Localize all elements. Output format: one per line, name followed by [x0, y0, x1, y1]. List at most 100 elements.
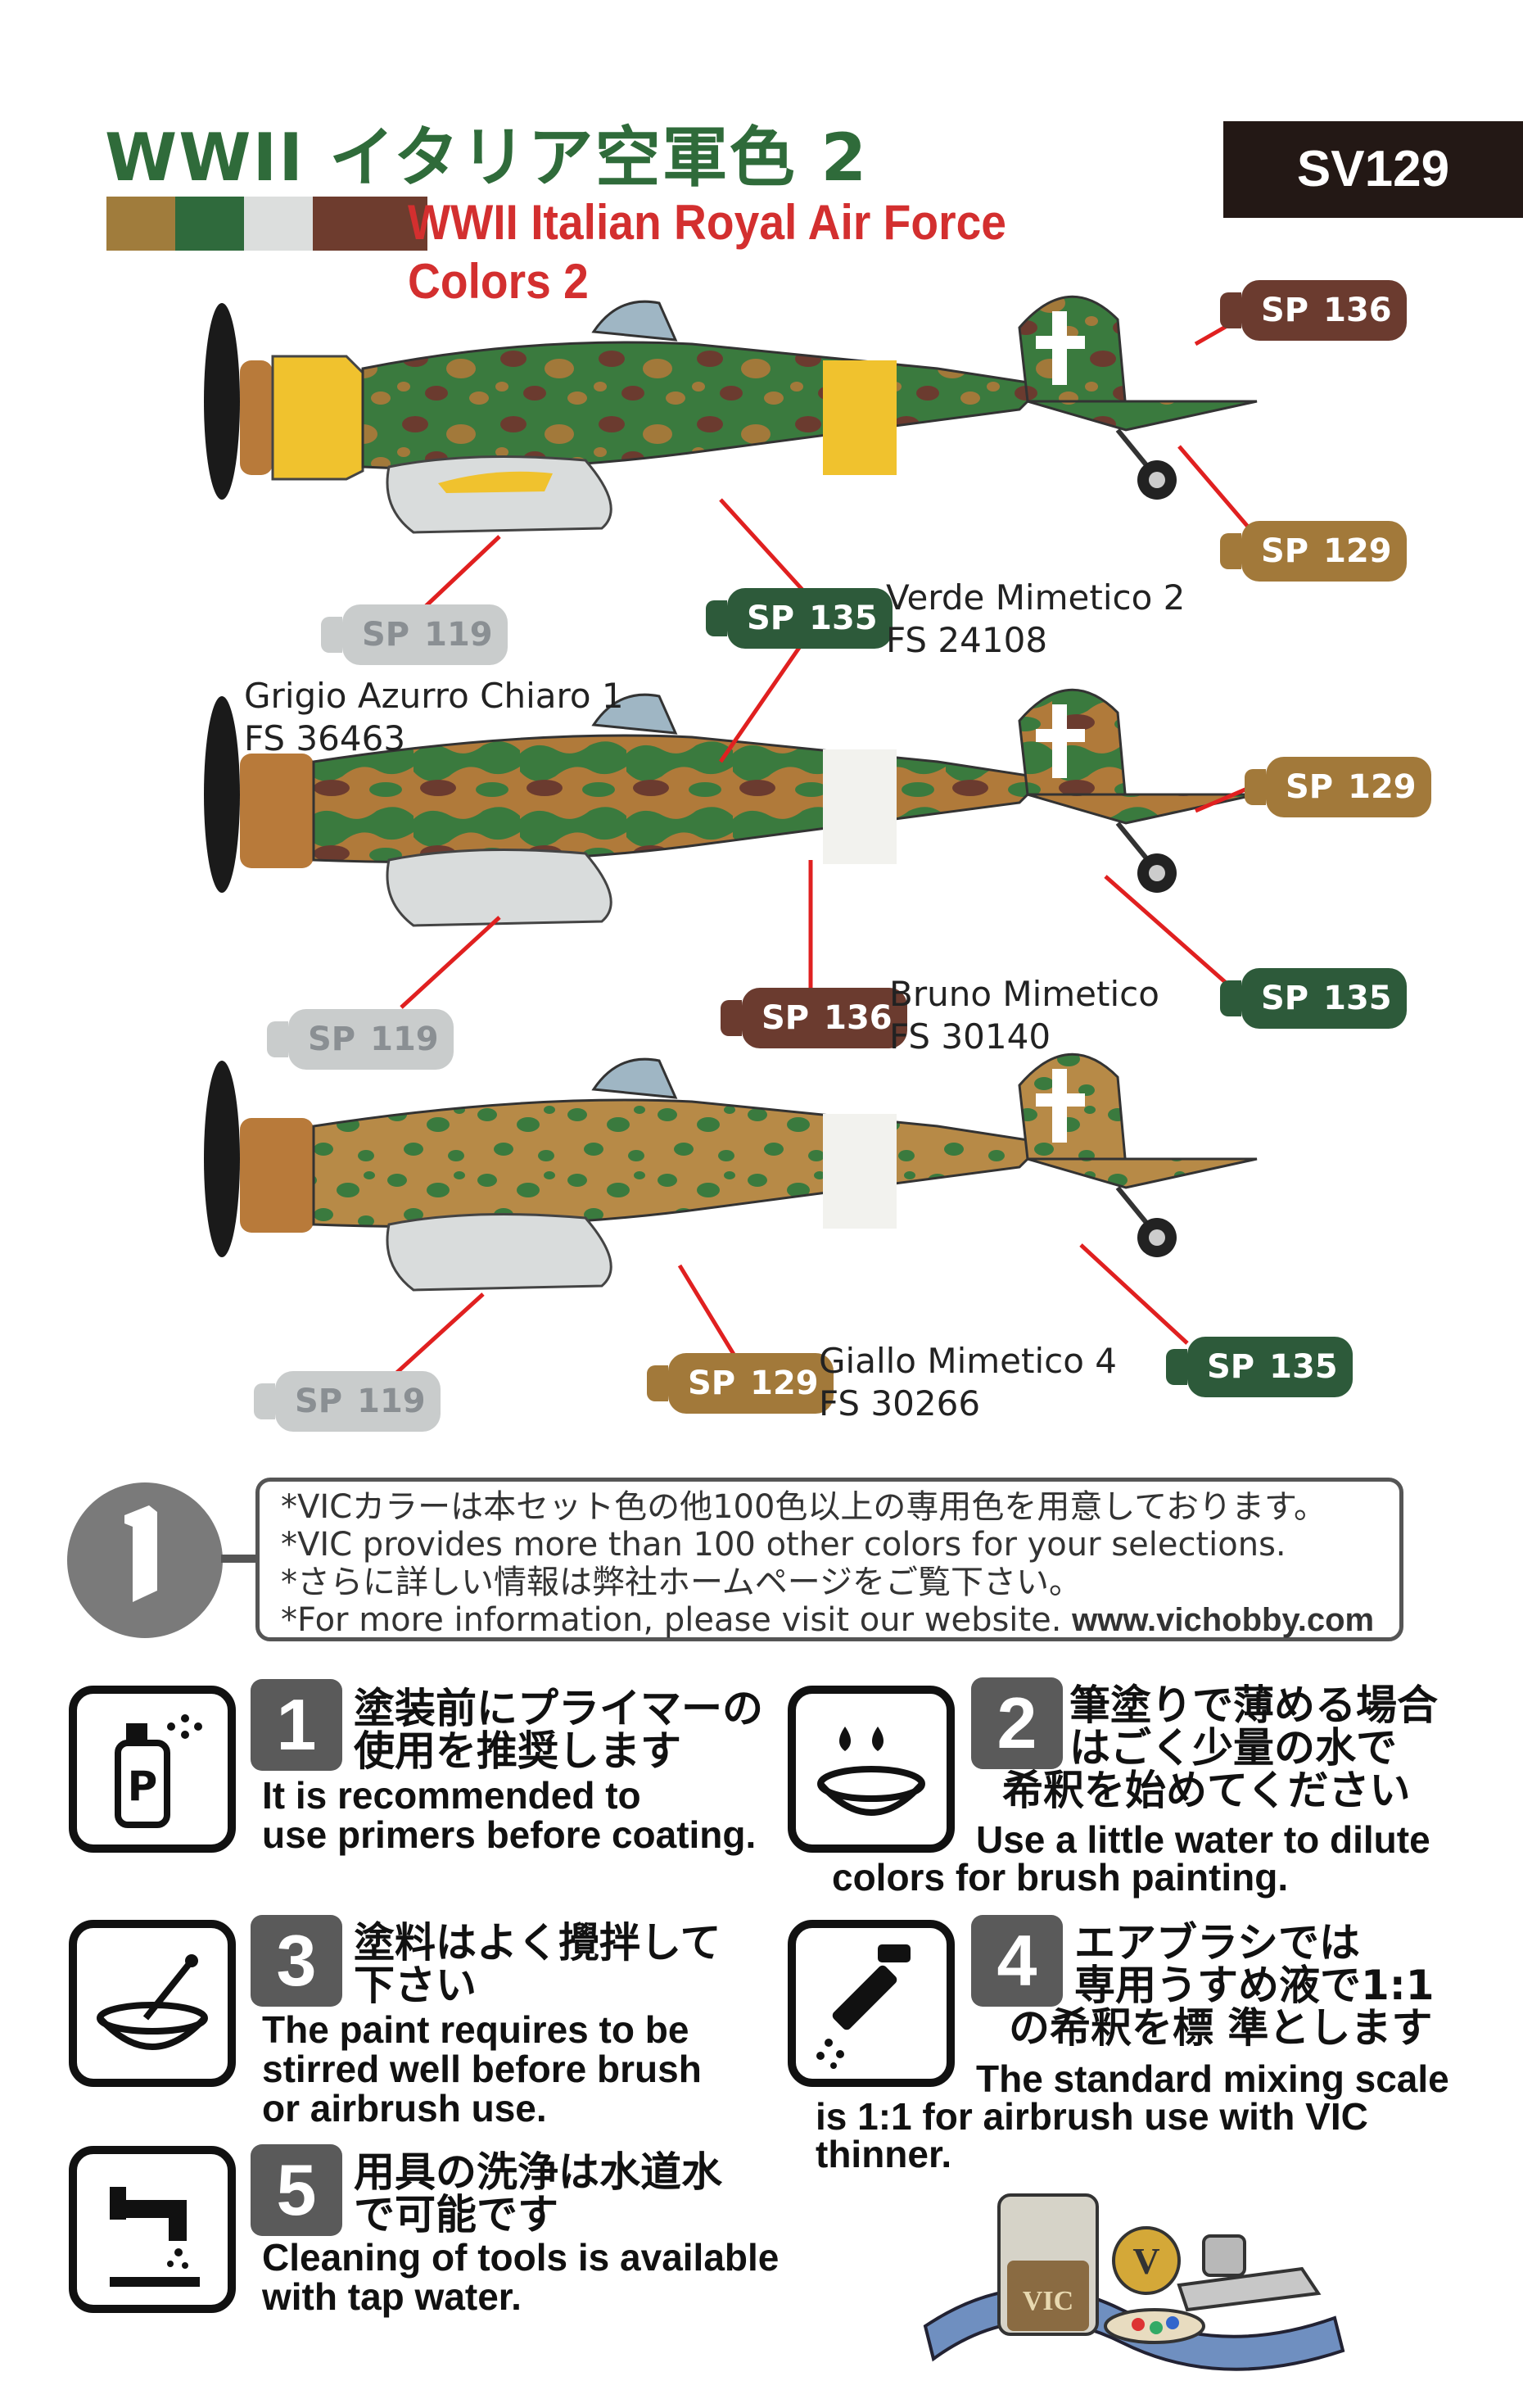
bottle-number: 119: [357, 1383, 426, 1420]
bottle-prefix: SP: [308, 1021, 356, 1058]
step-5-en-line2: with tap water.: [262, 2275, 522, 2318]
bottle-number: 129: [750, 1365, 819, 1402]
color-name: Grigio Azurro Chiaro 1: [244, 676, 624, 716]
step-number-5: 5: [251, 2144, 342, 2236]
bottle-prefix: SP: [1261, 980, 1309, 1017]
bottle-cap: [1220, 533, 1241, 569]
bottle-cap: [647, 1365, 668, 1401]
bottle-number: 135: [1323, 980, 1392, 1017]
step-5-jp-line1: 用具の洗浄は水道水: [354, 2148, 722, 2196]
bottle-prefix: SP: [1261, 532, 1309, 570]
bottle-sp129-a: SP 129: [1220, 521, 1407, 582]
aircraft-profile-2: [204, 688, 1258, 927]
callout-sp136: Bruno Mimetico FS 30140: [889, 973, 1159, 1058]
step-2-jp-line2: はごく少量の水で: [1069, 1724, 1397, 1772]
info-line-1: *VICカラーは本セット色の他100色以上の専用色を用意しております。: [281, 1488, 1327, 1526]
step-5-en-line1: Cleaning of tools is available: [262, 2236, 780, 2279]
bottle-cap: [267, 1021, 288, 1057]
title-en-line2: Colors 2: [408, 254, 589, 309]
page-title-jp: WWII イタリア空軍色 2: [105, 120, 869, 196]
bottle-label: SP 119: [288, 1009, 454, 1070]
color-name: Verde Mimetico 2: [886, 577, 1186, 618]
bottle-label: SP 129: [1266, 757, 1431, 817]
color-swatch-strip: [106, 197, 427, 251]
bottle-sp136-a: SP 136: [1220, 280, 1407, 341]
fs-code: FS 30266: [819, 1383, 981, 1424]
info-line-3: *さらに詳しい情報は弊社ホームページをご覧下さい。: [281, 1564, 1082, 1601]
bottle-sp135-b: SP 135: [1220, 968, 1407, 1029]
bottle-number: 136: [824, 999, 893, 1037]
step-4-en-line2: is 1:1 for airbrush use with VIC: [816, 2095, 1368, 2138]
bottle-label: SP 135: [1187, 1337, 1353, 1397]
bottle-number: 135: [1269, 1348, 1338, 1386]
callout-sp119: Grigio Azurro Chiaro 1 FS 36463: [244, 675, 624, 760]
bottle-label: SP 136: [1241, 280, 1407, 341]
product-code-badge: SV129: [1223, 121, 1523, 218]
swatch-sp129: [106, 197, 175, 251]
step-2-en-line1: Use a little water to dilute: [976, 1818, 1430, 1861]
bottle-cap: [721, 1000, 742, 1036]
svg-text:P: P: [128, 1763, 158, 1810]
website-link[interactable]: www.vichobby.com: [1072, 1602, 1375, 1638]
info-line-4-text: *For more information, please visit our …: [281, 1601, 1062, 1639]
step-3-en-line3: or airbrush use.: [262, 2087, 547, 2130]
bottle-cap: [321, 617, 342, 653]
step-2-jp-line3: 希釈を始めてください: [1002, 1767, 1411, 1814]
bottle-number: 129: [1323, 532, 1392, 570]
step-1-jp-line2: 使用を推奨します: [354, 1727, 681, 1775]
bottle-cap: [706, 600, 727, 636]
bottle-label: SP 119: [275, 1371, 441, 1432]
svg-text:V: V: [1132, 2240, 1159, 2282]
bottle-sp129-b: SP 129: [1245, 757, 1431, 817]
step-number-2: 2: [971, 1677, 1063, 1769]
swatch-sp135: [175, 197, 244, 251]
info-connector: [221, 1555, 257, 1563]
callout-sp129: Giallo Mimetico 4 FS 30266: [819, 1340, 1117, 1425]
callout-sp135: Verde Mimetico 2 FS 24108: [886, 577, 1185, 662]
step-3-jp-line2: 下さい: [354, 1962, 477, 2009]
water-dilute-icon: [788, 1686, 955, 1853]
airbrush-icon: [788, 1920, 955, 2087]
bottle-sp135-c: SP 135: [1166, 1337, 1353, 1397]
step-2-jp-line1: 筆塗りで薄める場合: [1069, 1682, 1438, 1729]
stir-bowl-icon: [69, 1920, 236, 2087]
vic-product-illustration: VIC V: [923, 2193, 1345, 2371]
swatch-sp119: [244, 197, 313, 251]
bottle-cap: [1166, 1349, 1187, 1385]
step-4-jp-line3: の希釈を標 準とします: [1009, 2004, 1433, 2052]
info-line-4: *For more information, please visit our …: [281, 1601, 1374, 1639]
fs-code: FS 30140: [889, 1016, 1051, 1057]
bottle-label: SP 135: [1241, 968, 1407, 1029]
bottle-prefix: SP: [688, 1365, 736, 1402]
bottle-number: 135: [809, 600, 878, 637]
page-title-en: WWII Italian Royal Air Force Colors 2: [408, 193, 1006, 311]
bottle-prefix: SP: [1207, 1348, 1255, 1386]
bottle-prefix: SP: [362, 616, 410, 654]
bottle-prefix: SP: [1261, 292, 1309, 329]
svg-text:VIC: VIC: [1023, 2286, 1073, 2316]
bottle-number: 119: [424, 616, 493, 654]
product-code: SV129: [1296, 141, 1450, 197]
info-line-2: *VIC provides more than 100 other colors…: [281, 1526, 1286, 1564]
bottle-sp119-b: SP 119: [267, 1009, 454, 1070]
step-1-en-line1: It is recommended to: [262, 1774, 641, 1817]
step-4-en-line3: thinner.: [816, 2133, 952, 2175]
bottle-number: 119: [370, 1021, 439, 1058]
swatch-sp136: [313, 197, 427, 251]
step-number-3: 3: [251, 1915, 342, 2007]
step-4-jp-line2: 専用うすめ液で1:1: [1074, 1962, 1435, 2009]
step-4-en-line1: The standard mixing scale: [976, 2057, 1449, 2100]
aircraft-profile-1: [204, 295, 1258, 534]
step-2-en-line2: colors for brush painting.: [832, 1856, 1289, 1899]
bottle-prefix: SP: [1286, 768, 1334, 806]
bottle-prefix: SP: [762, 999, 810, 1037]
info-box: *VICカラーは本セット色の他100色以上の専用色を用意しております。 *VIC…: [255, 1478, 1403, 1641]
fs-code: FS 24108: [886, 620, 1048, 660]
bottle-sp135-a: SP 135: [706, 588, 893, 649]
info-icon: [67, 1482, 223, 1638]
bottle-cap: [1220, 292, 1241, 328]
step-number-1: 1: [251, 1679, 342, 1771]
step-3-jp-line1: 塗料はよく攪拌して: [354, 1919, 721, 1967]
title-en-line1: WWII Italian Royal Air Force: [408, 195, 1006, 250]
